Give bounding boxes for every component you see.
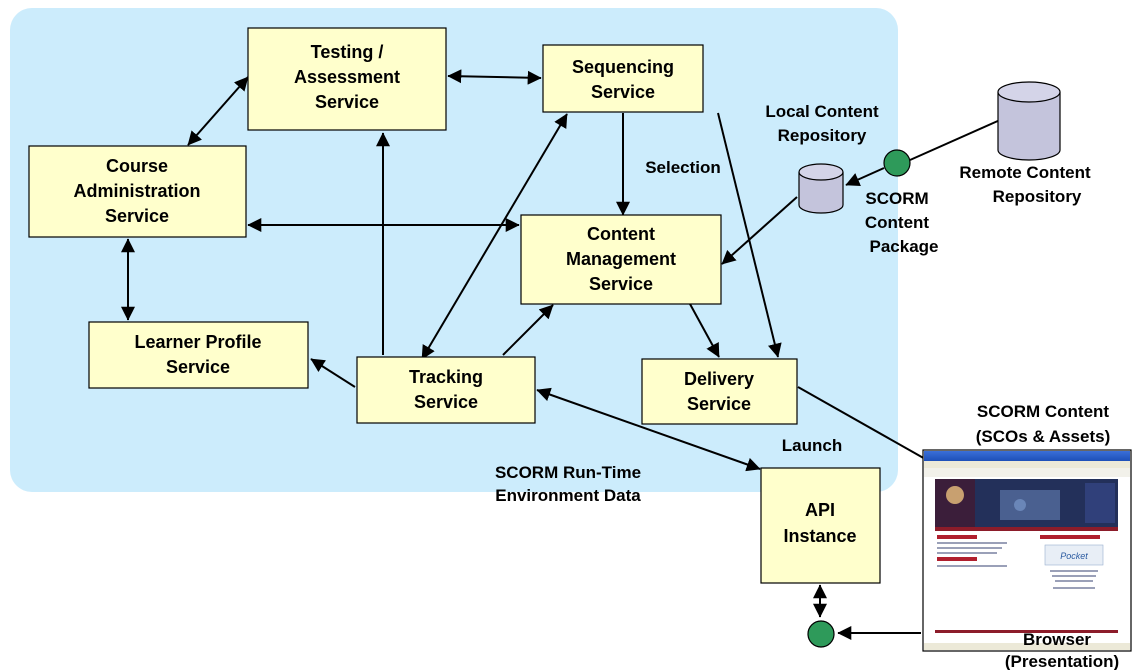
label-selection: Selection: [645, 158, 721, 177]
node-content-line2: Management: [566, 249, 676, 269]
node-delivery[interactable]: Delivery Service: [641, 358, 798, 425]
node-testing-line3: Service: [315, 92, 379, 112]
edge-testing-sequencing: [447, 69, 542, 85]
node-tracking[interactable]: Tracking Service: [356, 356, 536, 424]
local-repository-icon: [798, 163, 844, 214]
label-scorm-package-line3: Package: [870, 237, 939, 256]
edge-course-testing: [187, 76, 249, 146]
remote-repository-icon: [997, 81, 1061, 161]
node-testing-line1: Testing /: [311, 42, 384, 62]
node-sequencing-line2: Service: [591, 82, 655, 102]
edge-remote-connector: [909, 119, 1001, 161]
edge-contentmgmt-delivery: [689, 303, 720, 358]
label-scorm-package-line2: Content: [865, 213, 930, 232]
node-tracking-line1: Tracking: [409, 367, 483, 387]
edge-tracking-api: [536, 387, 761, 472]
label-remote-repo-line2: Repository: [993, 187, 1082, 206]
node-content-line1: Content: [587, 224, 655, 244]
edge-tracking-contentmgmt: [502, 304, 554, 356]
label-scorm-content-line2: (SCOs & Assets): [976, 427, 1110, 446]
node-sequencing-line1: Sequencing: [572, 57, 674, 77]
browser-api-connector-icon: [807, 620, 835, 648]
edge-localrepo-contentmgmt: [721, 196, 798, 265]
edge-delivery-browser: [797, 386, 928, 461]
label-launch: Launch: [782, 436, 842, 455]
node-tracking-line2: Service: [414, 392, 478, 412]
node-course-line2: Administration: [73, 181, 200, 201]
label-rte-data-line1: SCORM Run-Time: [495, 463, 641, 482]
node-course-line1: Course: [106, 156, 168, 176]
label-scorm-package-line1: SCORM: [865, 189, 928, 208]
label-browser-line1: Browser: [1023, 630, 1091, 649]
node-learner-profile[interactable]: Learner Profile Service: [88, 321, 309, 389]
node-learner-line2: Service: [166, 357, 230, 377]
label-rte-data-line2: Environment Data: [495, 486, 641, 505]
node-content-line3: Service: [589, 274, 653, 294]
node-api-line1: API: [805, 500, 835, 520]
label-remote-repo-line1: Remote Content: [959, 163, 1091, 182]
node-testing-assessment[interactable]: Testing / Assessment Service: [247, 27, 447, 131]
node-api-line2: Instance: [783, 526, 856, 546]
node-course-administration[interactable]: Course Administration Service: [28, 145, 247, 238]
label-local-repo-line1: Local Content: [765, 102, 879, 121]
edges: [121, 69, 1001, 640]
node-learner-line1: Learner Profile: [134, 332, 261, 352]
node-content-management[interactable]: Content Management Service: [520, 214, 722, 305]
browser-window-thumbnail-icon: Pocket: [922, 449, 1132, 652]
node-api-instance[interactable]: API Instance: [760, 467, 881, 584]
label-scorm-content-line1: SCORM Content: [977, 402, 1110, 421]
node-testing-line2: Assessment: [294, 67, 400, 87]
package-connector-icon: [883, 149, 911, 177]
node-course-line3: Service: [105, 206, 169, 226]
edge-sequencing-delivery: [717, 112, 782, 358]
edge-connector-localrepo: [845, 167, 885, 186]
edge-tracking-learner: [310, 358, 356, 388]
node-sequencing[interactable]: Sequencing Service: [542, 44, 704, 113]
label-local-repo-line2: Repository: [778, 126, 867, 145]
label-browser-line2: (Presentation): [1005, 652, 1119, 670]
edge-tracking-sequencing: [421, 113, 568, 360]
node-delivery-line2: Service: [687, 394, 751, 414]
node-delivery-line1: Delivery: [684, 369, 754, 389]
svg-text:Pocket: Pocket: [1060, 551, 1088, 561]
